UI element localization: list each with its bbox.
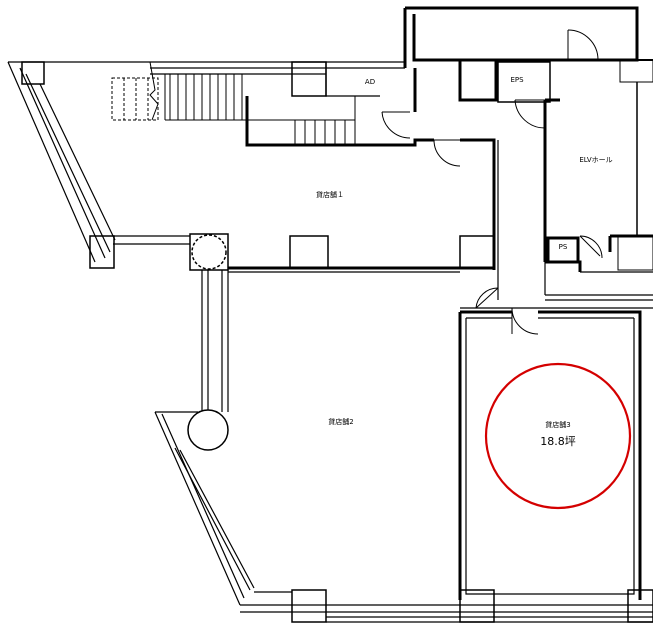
store2-walls <box>154 270 653 623</box>
column <box>89 235 115 269</box>
label-eps: EPS <box>510 76 524 84</box>
label-store3-area: 18.8坪 <box>540 435 576 448</box>
column <box>459 235 495 269</box>
column <box>291 61 327 97</box>
label-store2: 貸店舗2 <box>328 417 353 426</box>
upper-block-walls <box>403 6 653 271</box>
label-elv-hall: ELVホール <box>579 156 612 164</box>
label-store3: 貸店舗3 <box>545 420 570 429</box>
round-column <box>191 234 227 270</box>
corridor-walls <box>460 236 653 335</box>
round-column-2 <box>187 409 229 451</box>
highlight-circle <box>484 362 632 510</box>
label-ad: AD <box>365 78 375 86</box>
column <box>21 61 45 85</box>
column <box>289 235 329 269</box>
column <box>291 589 327 623</box>
door-swings-top <box>381 29 603 259</box>
label-ps: PS <box>559 243 568 251</box>
column <box>189 233 229 271</box>
columns <box>21 61 653 623</box>
store3-walls <box>458 310 642 600</box>
label-store1: 貸店舗１ <box>316 190 344 199</box>
stairs <box>111 61 356 145</box>
